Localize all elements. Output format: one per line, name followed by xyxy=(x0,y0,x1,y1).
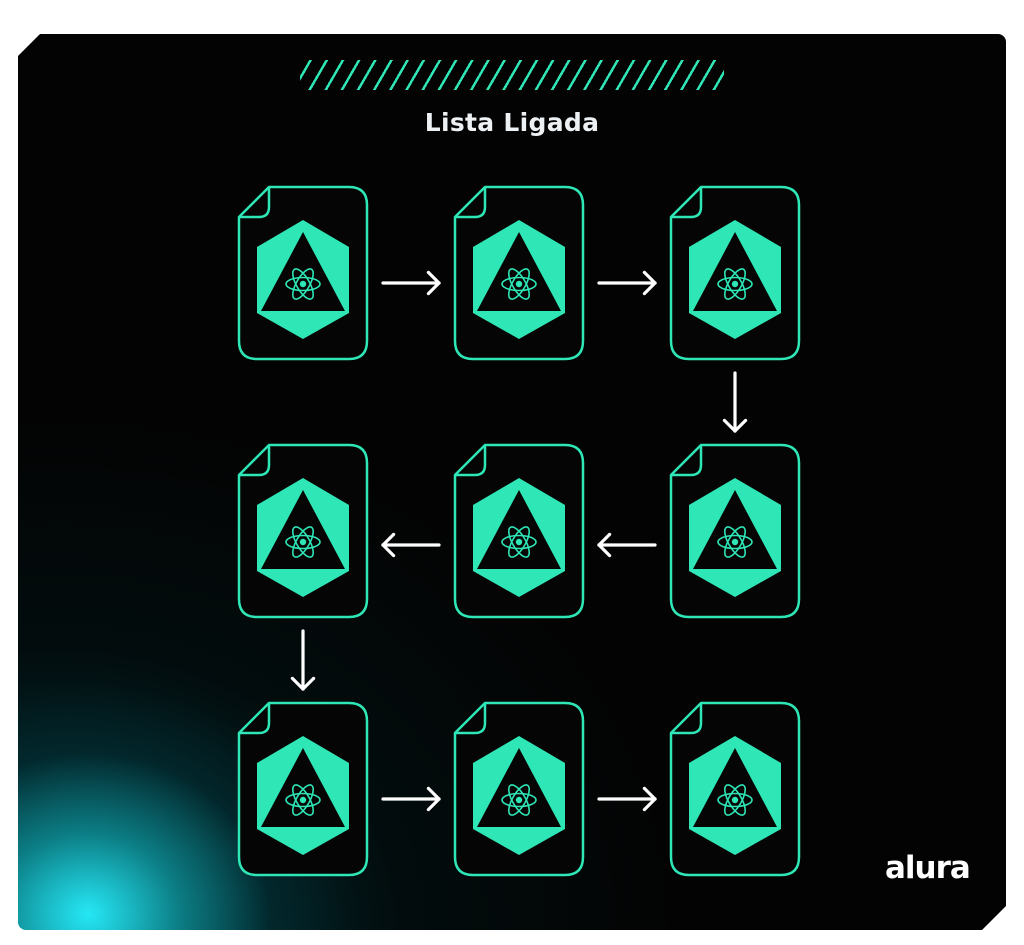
decorative-stripes xyxy=(300,60,724,90)
node-7-file-atom-icon xyxy=(237,701,369,877)
node-2-file-atom-icon xyxy=(453,185,585,361)
arrow-left-5 xyxy=(381,532,441,558)
arrow-right-1 xyxy=(381,270,441,296)
node-5-file-atom-icon xyxy=(453,443,585,619)
node-3-file-atom-icon xyxy=(669,185,801,361)
arrow-right-7 xyxy=(381,786,441,812)
diagram-title: Lista Ligada xyxy=(424,108,600,137)
alura-logo: alura xyxy=(885,850,971,886)
arrow-down-6 xyxy=(290,629,316,691)
arrow-right-8 xyxy=(597,786,657,812)
node-6-file-atom-icon xyxy=(237,443,369,619)
node-9-file-atom-icon xyxy=(669,701,801,877)
node-4-file-atom-icon xyxy=(669,443,801,619)
arrow-right-2 xyxy=(597,270,657,296)
arrow-down-3 xyxy=(722,371,748,433)
arrow-left-4 xyxy=(597,532,657,558)
node-8-file-atom-icon xyxy=(453,701,585,877)
node-1-file-atom-icon xyxy=(237,185,369,361)
